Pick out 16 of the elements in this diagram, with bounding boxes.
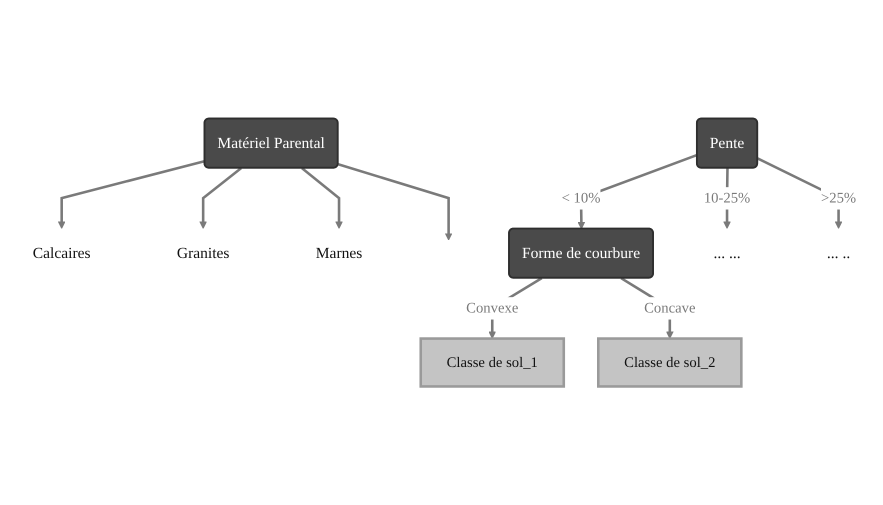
node-text: ... ... [713, 244, 741, 262]
arrow [338, 162, 452, 241]
edge-label: Convexe [466, 300, 518, 316]
node-box: Classe de sol_1 [419, 337, 566, 388]
node-box: Classe de sol_2 [597, 337, 743, 388]
node-text: Marnes [316, 244, 362, 262]
node-text: Granites [176, 244, 230, 262]
edge-label: >25% [820, 190, 856, 206]
arrow [301, 167, 343, 229]
edge-label: 10-25% [704, 190, 750, 206]
node-text: Calcaires [32, 244, 91, 262]
edge-label: Concave [644, 300, 696, 316]
arrow [58, 160, 206, 229]
edge-label: < 10% [562, 190, 600, 206]
node-text: ... .. [826, 244, 850, 262]
arrow [199, 167, 242, 229]
